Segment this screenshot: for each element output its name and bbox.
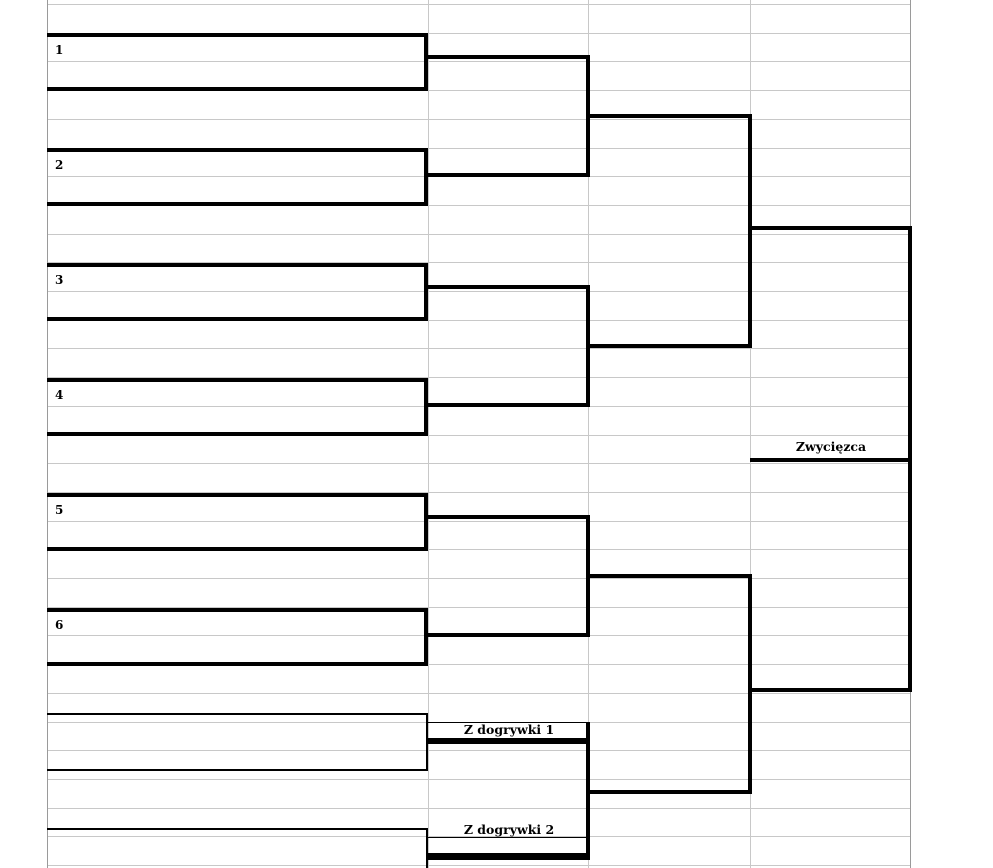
seed-box-4[interactable]: 4 — [47, 378, 428, 436]
grid-row-line — [47, 693, 910, 694]
grid-column-line — [428, 0, 429, 868]
grid-row-line — [47, 549, 910, 550]
seed-label-1: 1 — [55, 43, 64, 57]
playin-box-1[interactable] — [47, 713, 428, 771]
grid-row-line — [47, 836, 910, 837]
grid-row-line — [47, 521, 910, 522]
seed-label-5: 5 — [55, 503, 64, 517]
seed-box-5[interactable]: 5 — [47, 493, 428, 551]
grid-row-line — [47, 435, 910, 436]
grid-row-line — [47, 492, 910, 493]
round3-box-2[interactable] — [588, 574, 752, 794]
seed-box-2[interactable]: 2 — [47, 148, 428, 206]
winner-label: Zwycięzca — [795, 439, 867, 454]
seed-box-3[interactable]: 3 — [47, 263, 428, 321]
round2-box-4[interactable] — [428, 740, 590, 860]
grid-row-line — [47, 865, 910, 866]
grid-row-line — [47, 607, 910, 608]
playoff-label-2: Z dogrywki 2 — [463, 822, 555, 837]
grid-row-line — [47, 90, 910, 91]
grid-row-line — [47, 463, 910, 464]
seed-label-3: 3 — [55, 273, 64, 287]
grid-column-line — [588, 0, 589, 868]
playoff-label-1: Z dogrywki 1 — [463, 722, 555, 737]
grid-row-line — [47, 320, 910, 321]
playoff-feeder-box-1[interactable] — [428, 722, 590, 742]
grid-row-line — [47, 779, 910, 780]
seed-label-2: 2 — [55, 158, 64, 172]
grid-row-line — [47, 33, 910, 34]
seed-label-6: 6 — [55, 618, 64, 632]
seed-box-1[interactable]: 1 — [47, 33, 428, 91]
round2-box-1[interactable] — [428, 55, 590, 177]
grid-row-line — [47, 750, 910, 751]
playin-box-2[interactable] — [47, 828, 428, 868]
grid-row-line — [47, 148, 910, 149]
round2-box-2[interactable] — [428, 285, 590, 407]
grid-row-line — [47, 205, 910, 206]
grid-row-line — [47, 61, 910, 62]
playoff-feeder-box-2[interactable] — [428, 837, 590, 857]
grid-row-line — [47, 664, 910, 665]
winner-stub — [750, 458, 912, 462]
grid-row-line — [47, 234, 910, 235]
grid-row-line — [47, 348, 910, 349]
seed-label-4: 4 — [55, 388, 64, 402]
grid-row-line — [47, 808, 910, 809]
round2-box-3[interactable] — [428, 515, 590, 637]
grid-row-line — [47, 578, 910, 579]
grid-row-line — [47, 119, 910, 120]
round3-box-1[interactable] — [588, 114, 752, 348]
seed-box-6[interactable]: 6 — [47, 608, 428, 666]
grid-row-line — [47, 291, 910, 292]
grid-row-line — [47, 4, 910, 5]
grid-column-line — [750, 0, 751, 868]
grid-row-line — [47, 377, 910, 378]
grid-row-line — [47, 262, 910, 263]
